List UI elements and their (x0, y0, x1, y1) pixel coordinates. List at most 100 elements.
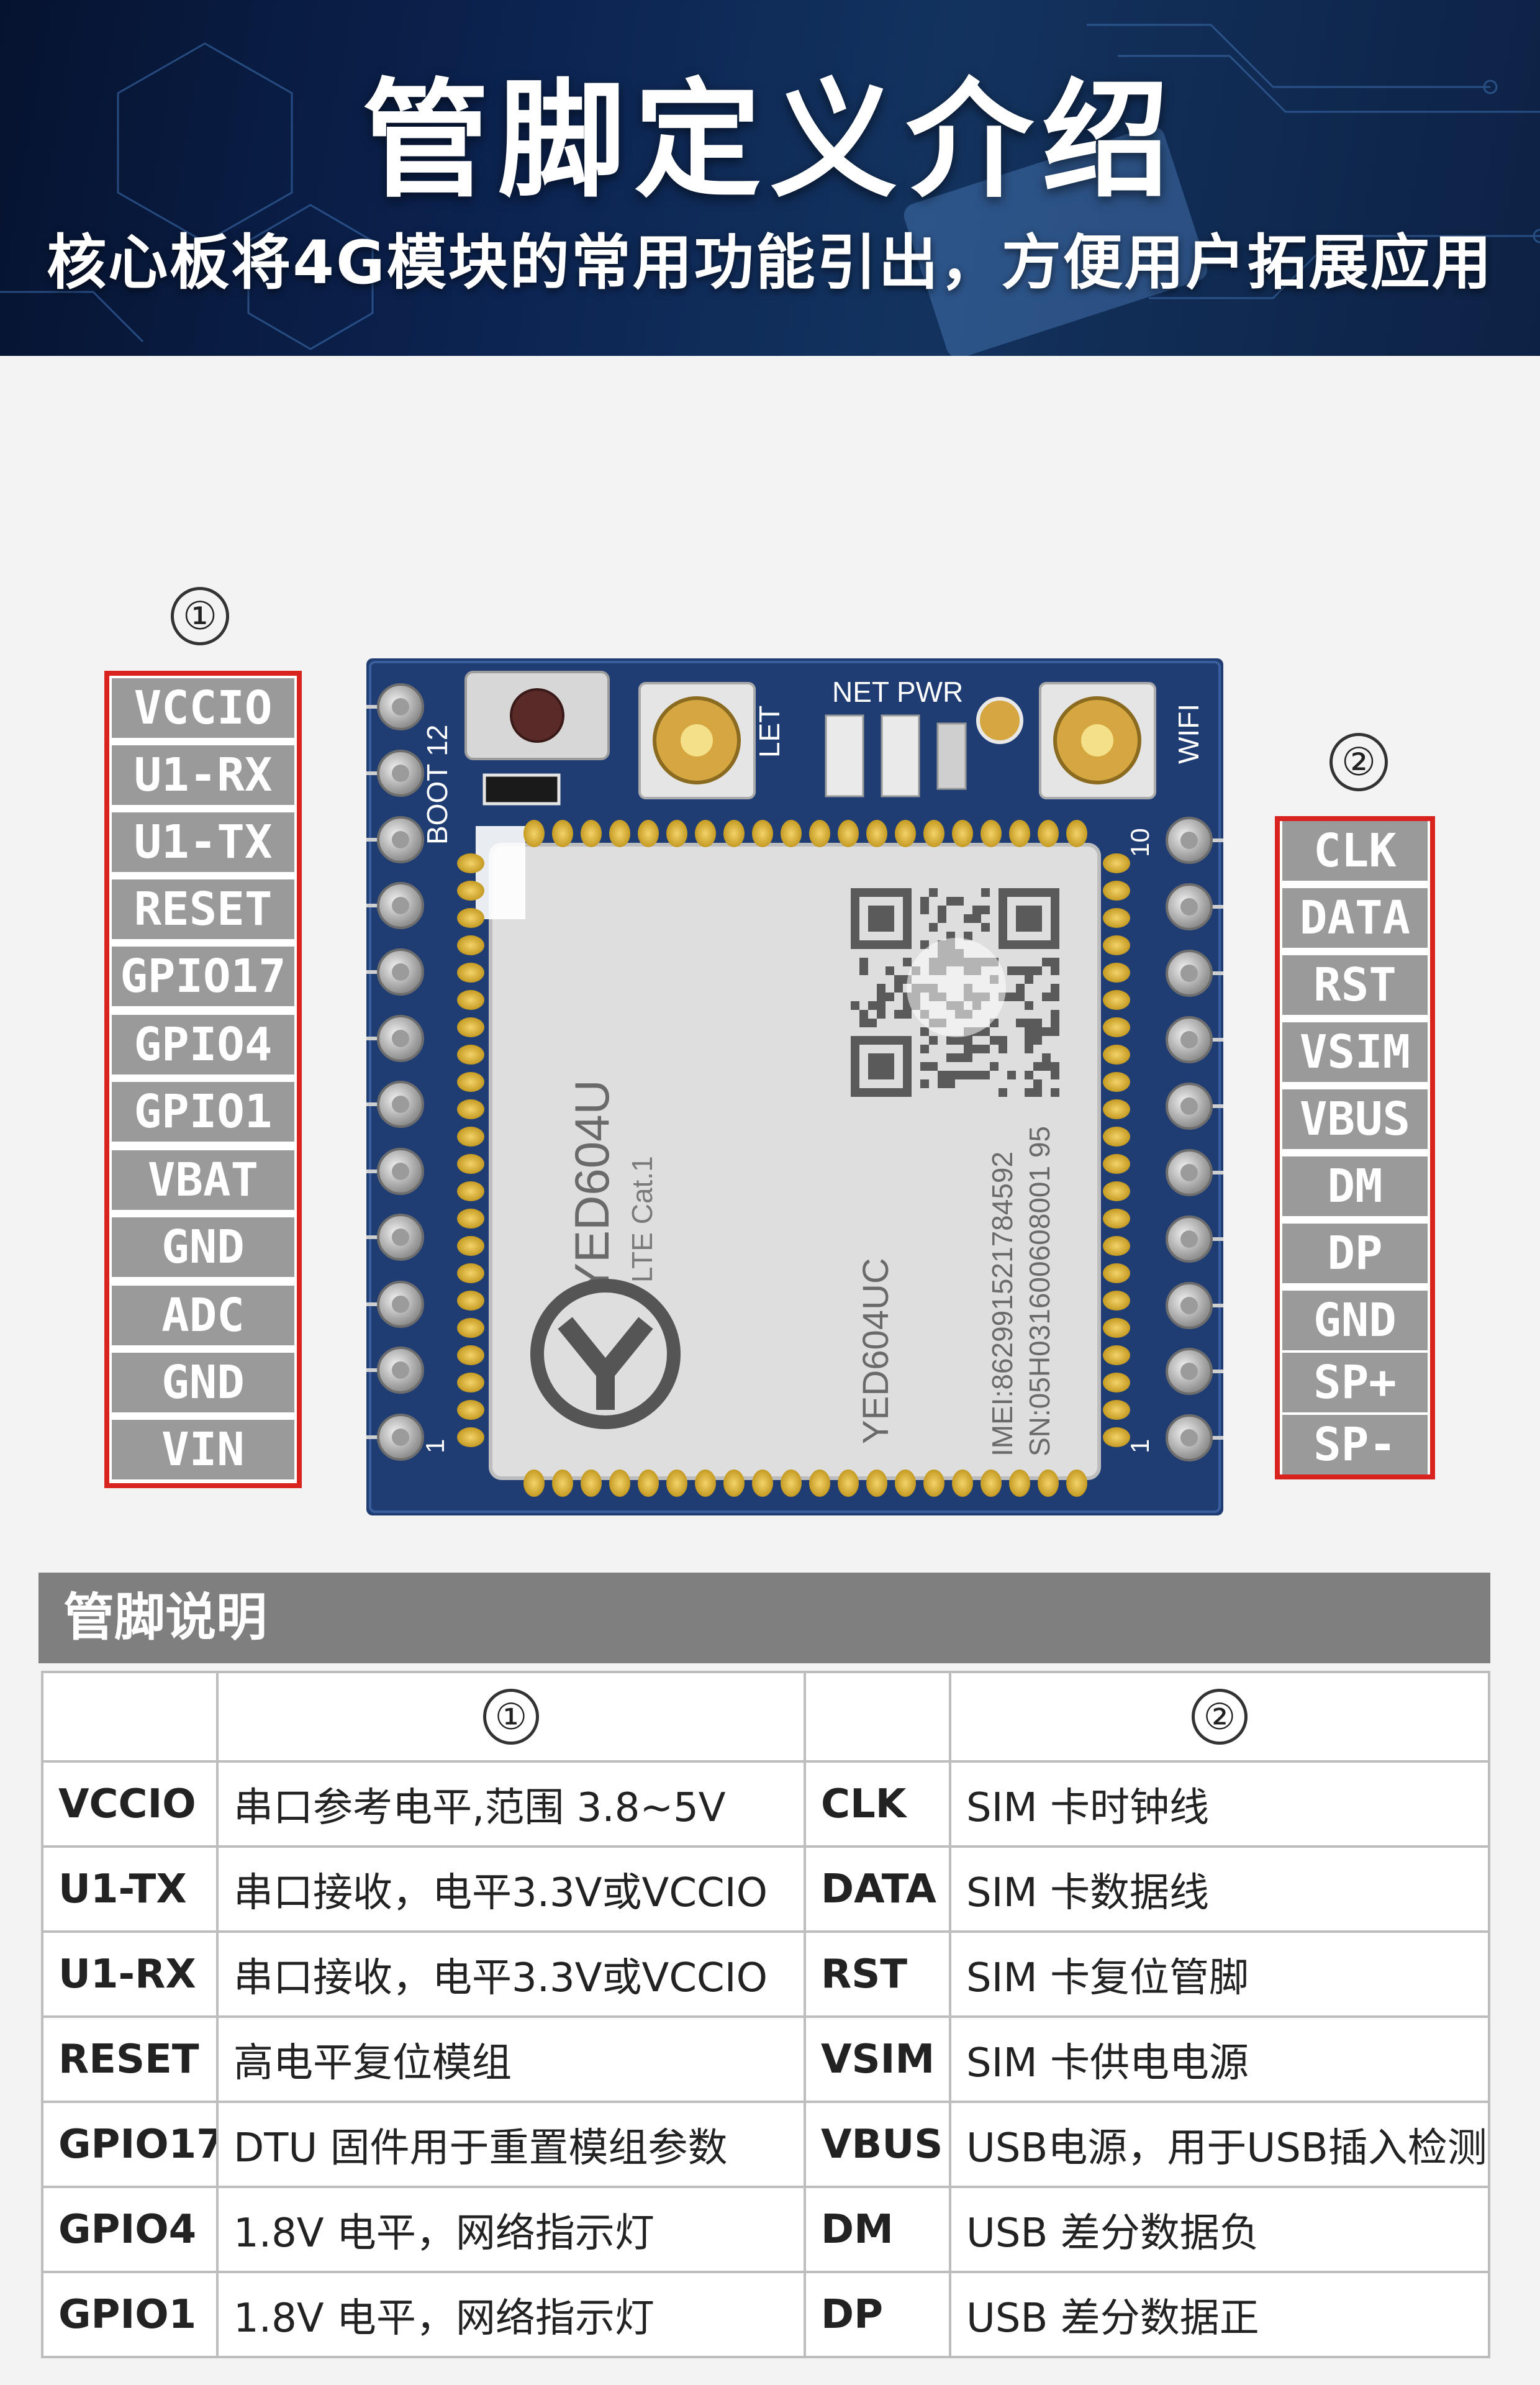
qr-module (1007, 1071, 1016, 1079)
module-pad (457, 1127, 484, 1147)
module-pad (638, 820, 659, 847)
module-pad (523, 1470, 545, 1497)
module-pad (1103, 1017, 1130, 1037)
qr-module (946, 1079, 955, 1088)
right-pin-label: DM (1282, 1156, 1428, 1216)
qr-module (938, 906, 946, 914)
qr-module (1033, 1019, 1042, 1027)
header-pin-hole (1180, 832, 1198, 849)
module-pad (1038, 820, 1059, 847)
header-pin-hole (1180, 965, 1198, 982)
qr-module (868, 1019, 877, 1027)
module-pad (1103, 1345, 1130, 1365)
header-pin-hole (1180, 1297, 1198, 1314)
qr-module (981, 906, 990, 914)
header-banner: 管脚定义介绍 核心板将4G模块的常用功能引出，方便用户拓展应用 (0, 0, 1540, 356)
right-pin-label: GND (1282, 1291, 1428, 1350)
qr-module (964, 1045, 972, 1053)
qr-module (1033, 1062, 1042, 1071)
table-header-cell: ① (216, 1671, 806, 1763)
qr-module (1025, 1036, 1033, 1045)
module-pad (952, 820, 973, 847)
right-pin-label: VSIM (1282, 1022, 1428, 1082)
pin-name-cell: DATA (804, 1845, 951, 1933)
qr-module (920, 1045, 929, 1053)
pin-name-cell: DM (804, 2186, 951, 2273)
net-led (825, 714, 864, 797)
module-model2-text: YED604UC (856, 1258, 896, 1444)
module-pad (457, 1345, 484, 1365)
module-pad (866, 820, 887, 847)
module-pad (1103, 1263, 1130, 1283)
module-pad (1103, 853, 1130, 873)
pin-name-cell: GPIO17 (41, 2101, 219, 2188)
module-pad (457, 1263, 484, 1283)
left-pin-label: VBAT (112, 1150, 294, 1210)
qr-module (981, 888, 990, 897)
pin-name-cell: VBUS (804, 2101, 951, 2188)
module-pad (457, 1072, 484, 1092)
right-pin-label: VBUS (1282, 1089, 1428, 1149)
qr-module (981, 923, 990, 932)
qr-module (929, 923, 938, 932)
module-pad (1103, 1045, 1130, 1065)
module-pad (1103, 1072, 1130, 1092)
qr-module (1042, 993, 1051, 1001)
module-pad (523, 820, 545, 847)
lte-antenna-connector (638, 682, 756, 799)
module-pad (1103, 881, 1130, 901)
module-pad (638, 1470, 659, 1497)
left-pin-label: VCCIO (112, 678, 294, 738)
page-title: 管脚定义介绍 (362, 67, 1178, 215)
pin-name-cell: CLK (804, 1760, 951, 1848)
module-pad (923, 820, 944, 847)
qr-module (938, 1071, 946, 1079)
left-pin-label: VIN (112, 1420, 294, 1479)
qr-module (1051, 984, 1059, 993)
module-pad (457, 1236, 484, 1256)
module-pad (723, 1470, 745, 1497)
table-header-cell (804, 1671, 951, 1763)
qr-module (981, 1045, 990, 1053)
left-group-marker: ① (171, 587, 229, 645)
qr-glare (907, 938, 1006, 1037)
qr-module (1025, 966, 1033, 975)
pin-desc-cell: USB电源，用于USB插入检测 (949, 2101, 1490, 2188)
module-sn-text: SN:05H031600608001 95 (1023, 1126, 1056, 1456)
module-pad (581, 1470, 602, 1497)
pin-name-cell: GPIO4 (41, 2186, 219, 2273)
pin-desc-cell: USB 差分数据正 (949, 2271, 1490, 2358)
module-pad (1103, 990, 1130, 1010)
module-pad (1066, 820, 1087, 847)
qr-module (859, 1010, 868, 1019)
left-pin-frame (104, 671, 302, 1488)
module-pad (1009, 820, 1030, 847)
qr-module (964, 1071, 972, 1079)
qr-module (1025, 1027, 1033, 1036)
qr-module (999, 1045, 1007, 1053)
pin-name-cell: DP (804, 2271, 951, 2358)
table-header-cell (41, 1671, 219, 1763)
qr-module (955, 1071, 964, 1079)
qr-module (877, 1010, 886, 1019)
module-pad (457, 935, 484, 955)
qr-module (972, 1045, 981, 1053)
module-pad (809, 1470, 830, 1497)
header-pin-hole (392, 897, 409, 914)
qr-module (859, 958, 868, 966)
pin-desc-cell: DTU 固件用于重置模组参数 (216, 2101, 806, 2188)
header-pin-hole (1180, 1097, 1198, 1115)
wifi-silkscreen: WIFI (1172, 704, 1205, 764)
qr-module (1042, 1053, 1051, 1062)
pin1-right-silkscreen: 1 (1125, 1439, 1154, 1453)
module-pad (457, 908, 484, 928)
module-pad (666, 1470, 687, 1497)
header-pin-hole (392, 698, 409, 716)
left-pin-label: GND (112, 1353, 294, 1412)
qr-code (845, 882, 1066, 1103)
module-pad (457, 1209, 484, 1229)
qr-module (972, 914, 981, 923)
pin-desc-cell: SIM 卡时钟线 (949, 1760, 1490, 1848)
